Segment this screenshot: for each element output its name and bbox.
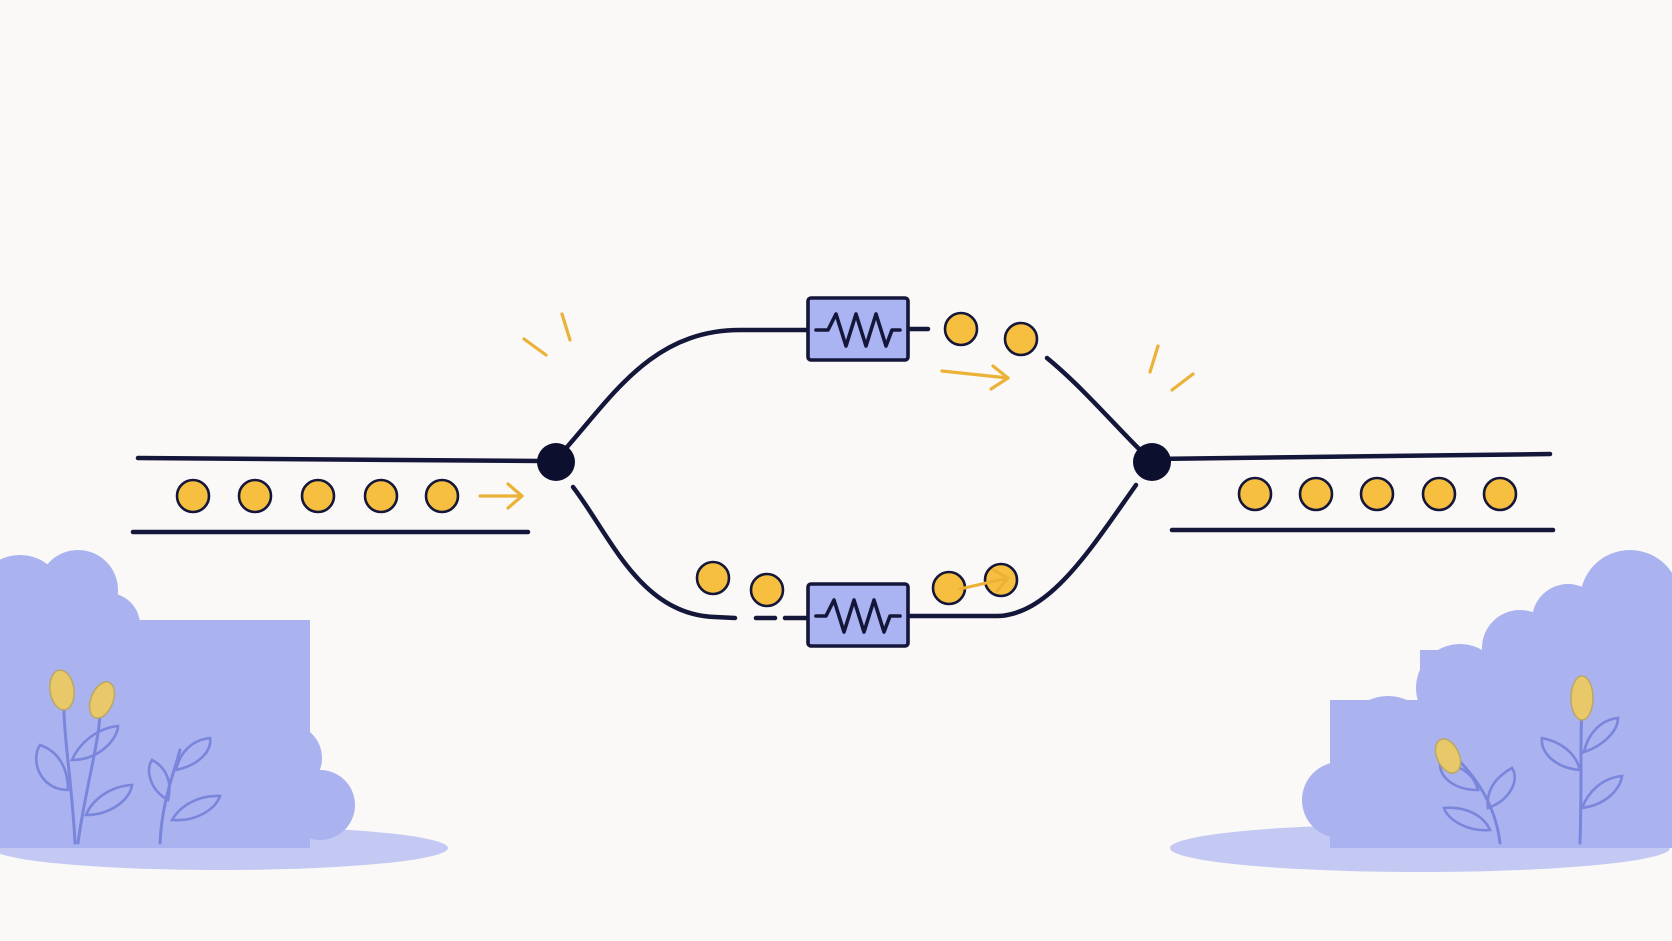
top-branch-in	[557, 327, 811, 458]
current-particle	[363, 478, 399, 514]
spark-line	[560, 312, 572, 342]
arrow-shaft	[958, 576, 1010, 591]
leaf	[174, 736, 212, 772]
output-wire-top	[1149, 451, 1553, 462]
output-particles	[1237, 476, 1518, 512]
input-particles	[175, 478, 460, 514]
flower-bud	[1434, 738, 1462, 774]
current-particle	[749, 572, 785, 608]
spark-line	[1170, 372, 1195, 392]
current-particle	[1298, 476, 1334, 512]
arrow-right-icon	[940, 364, 1010, 391]
top-branch-particles	[943, 311, 1039, 357]
current-particle	[1003, 321, 1039, 357]
flower-bud	[1570, 675, 1594, 721]
leaf	[84, 783, 134, 817]
leaf	[69, 724, 120, 762]
leaf	[169, 794, 222, 822]
leaf	[1540, 736, 1582, 772]
arrow-head	[506, 482, 524, 510]
arrow-right-icon	[478, 482, 524, 510]
current-particle	[695, 560, 731, 596]
flower-stem	[76, 708, 102, 845]
current-particle	[943, 311, 979, 347]
current-particle	[1237, 476, 1273, 512]
leaf	[1486, 766, 1517, 810]
input-wire-top	[135, 455, 543, 464]
bush-icon	[1302, 550, 1672, 848]
current-particle	[1421, 476, 1457, 512]
current-particle	[237, 478, 273, 514]
arrow-head	[991, 568, 1010, 593]
leaf	[147, 758, 171, 802]
flower-icon	[34, 669, 222, 845]
bush-left	[0, 550, 448, 870]
bush-icon	[0, 550, 355, 848]
flower-icon	[1434, 675, 1624, 845]
leaf	[1580, 774, 1624, 810]
resistor-icon	[806, 296, 910, 362]
current-particle	[300, 478, 336, 514]
spark-line	[522, 337, 548, 357]
resistor-zigzag	[814, 312, 902, 348]
flower-bud	[88, 681, 116, 719]
leaf	[1582, 716, 1620, 754]
bush-right	[1170, 550, 1672, 872]
arrow-head	[989, 364, 1010, 391]
resistor-bottom	[806, 582, 910, 648]
flower-stem	[1578, 703, 1584, 845]
spark-icon	[522, 312, 572, 357]
leaf	[1442, 806, 1492, 832]
junction-right	[1133, 443, 1171, 481]
current-particle	[175, 478, 211, 514]
resistor-top	[806, 296, 910, 362]
spark-line	[1148, 344, 1160, 374]
leaf	[34, 743, 70, 792]
arrow-right-icon	[958, 568, 1010, 593]
flower-bud	[49, 669, 75, 711]
current-particle	[1359, 476, 1395, 512]
resistor-zigzag	[814, 598, 902, 634]
junction-left	[537, 443, 575, 481]
current-particle	[424, 478, 460, 514]
wires	[130, 326, 1556, 621]
arrow-shaft	[940, 369, 1010, 380]
current-particle	[1482, 476, 1518, 512]
bottom-branch-out	[905, 482, 1139, 619]
top-branch-return	[1044, 355, 1143, 453]
spark-icon	[1148, 344, 1195, 392]
bottom-branch-in	[570, 484, 738, 621]
